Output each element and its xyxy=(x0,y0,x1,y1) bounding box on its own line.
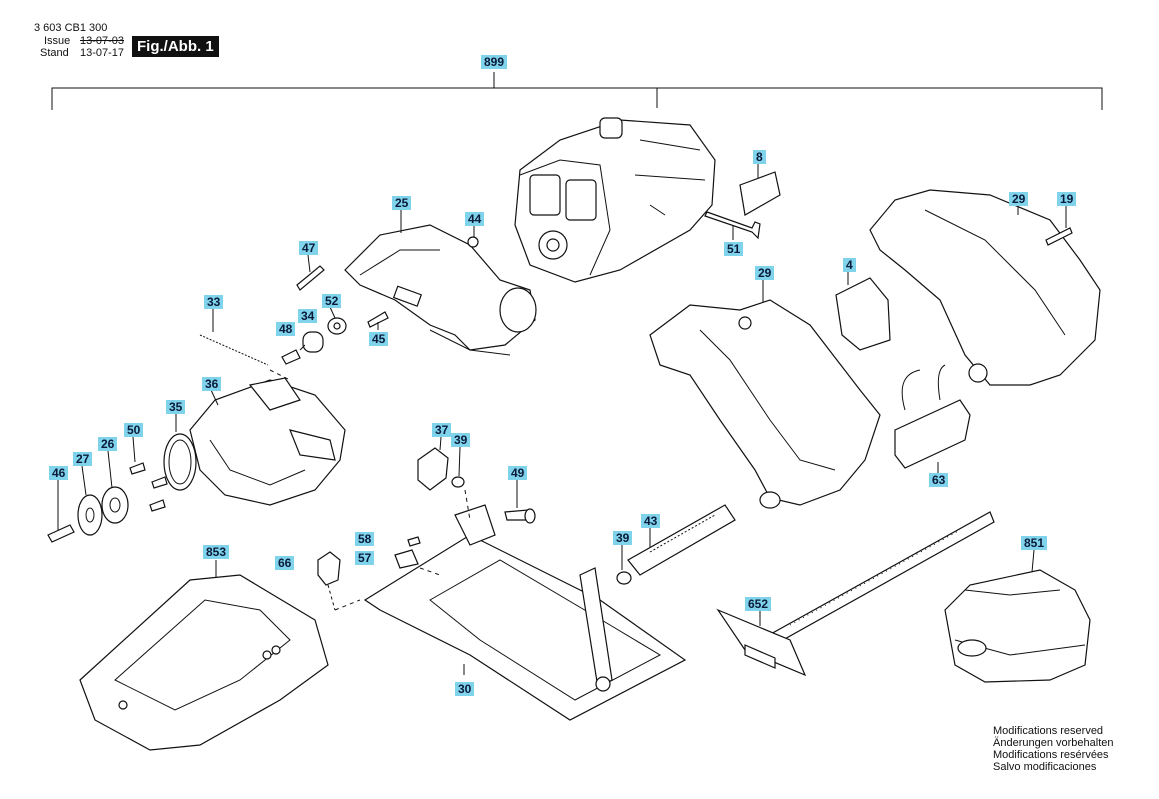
pin-47 xyxy=(296,265,325,291)
label-8: 8 xyxy=(753,150,766,164)
screw-58 xyxy=(407,536,421,547)
modifications-notice: Modifications reserved Änderungen vorbeh… xyxy=(993,725,1113,773)
lever-66 xyxy=(317,551,341,586)
label-36: 36 xyxy=(202,377,222,391)
screw-50b xyxy=(151,476,168,489)
doc-number: 3 603 CB1 300 xyxy=(34,22,108,34)
issue-label: Issue xyxy=(44,35,71,47)
battery-pack xyxy=(944,569,1091,683)
terminal-63 xyxy=(894,399,971,469)
label-851: 851 xyxy=(1021,536,1048,550)
switch-4 xyxy=(835,277,891,351)
assembly-bracket xyxy=(51,87,1103,110)
label-30: 30 xyxy=(455,682,475,696)
label-63: 63 xyxy=(929,473,949,487)
label-853: 853 xyxy=(203,545,230,559)
screw-19 xyxy=(1045,227,1073,246)
bolt-46 xyxy=(47,524,75,543)
motor-housing xyxy=(514,117,716,283)
label-57: 57 xyxy=(355,551,375,565)
label-39-upper: 39 xyxy=(451,433,471,447)
label-37: 37 xyxy=(432,423,452,437)
nut-44 xyxy=(467,236,479,248)
label-19: 19 xyxy=(1057,192,1077,206)
label-47: 47 xyxy=(299,241,319,255)
label-4: 4 xyxy=(843,258,856,272)
label-34: 34 xyxy=(298,309,318,323)
stand-date: 13-07-17 xyxy=(80,47,125,59)
base-plate xyxy=(363,504,687,721)
upper-blade-guard xyxy=(344,224,537,356)
handle-half-left xyxy=(649,299,881,509)
screw-48 xyxy=(281,349,301,365)
notice-es: Salvo modificaciones xyxy=(993,761,1097,773)
depth-shaft-43 xyxy=(627,504,736,576)
label-48: 48 xyxy=(276,322,296,336)
parallel-guide xyxy=(716,511,995,677)
bushing-34 xyxy=(302,331,324,353)
notice-en: Modifications reserved xyxy=(993,725,1104,737)
label-51: 51 xyxy=(724,242,744,256)
screw-45 xyxy=(367,311,389,328)
flange-26 xyxy=(101,486,129,524)
label-25: 25 xyxy=(392,196,412,210)
label-52: 52 xyxy=(322,294,342,308)
screw-50a xyxy=(129,462,146,475)
label-35: 35 xyxy=(166,400,186,414)
plate-8 xyxy=(739,171,781,216)
screw-50c xyxy=(149,499,166,512)
knob-37 xyxy=(417,447,449,491)
flange-27 xyxy=(77,494,103,536)
label-45: 45 xyxy=(369,332,389,346)
label-58: 58 xyxy=(355,532,375,546)
label-33: 33 xyxy=(204,295,224,309)
label-27: 27 xyxy=(73,452,93,466)
label-652: 652 xyxy=(745,597,772,611)
clamp-57 xyxy=(394,549,419,569)
label-899: 899 xyxy=(481,55,508,69)
label-43: 43 xyxy=(641,514,661,528)
handle-half-right xyxy=(869,189,1101,386)
stand-label: Stand xyxy=(40,47,69,59)
washer-39b xyxy=(616,571,632,585)
label-66: 66 xyxy=(275,556,295,570)
issue-date: 13-07-03 xyxy=(80,35,125,47)
label-44: 44 xyxy=(465,212,485,226)
label-29-left: 29 xyxy=(755,266,775,280)
label-29-right: 29 xyxy=(1009,192,1029,206)
label-49: 49 xyxy=(508,466,528,480)
label-46: 46 xyxy=(49,466,69,480)
spring-33 xyxy=(199,334,269,366)
figure-label: Fig./Abb. 1 xyxy=(132,36,219,57)
washer-39a xyxy=(451,476,465,488)
lower-blade-guard xyxy=(189,377,346,506)
label-39-lower: 39 xyxy=(613,531,633,545)
battery-charger xyxy=(79,574,329,751)
notice-de: Änderungen vorbehalten xyxy=(993,737,1114,749)
notice-fr: Modifications resérvées xyxy=(993,749,1109,761)
label-26: 26 xyxy=(98,437,118,451)
hex-key-51 xyxy=(704,211,761,240)
label-50: 50 xyxy=(124,423,144,437)
